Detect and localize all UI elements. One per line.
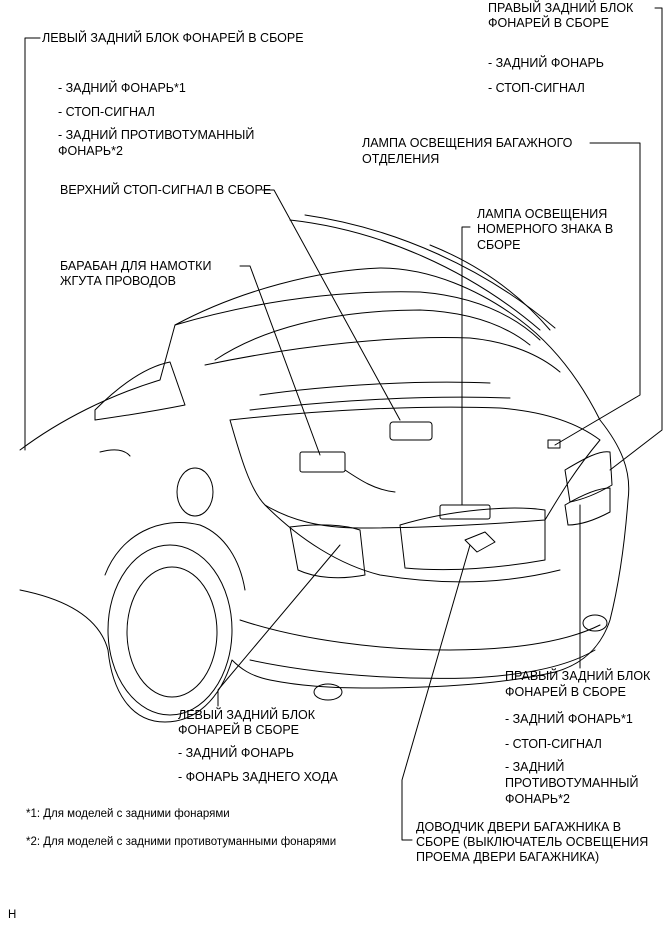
label-right-rear-lamp-bottom-item-4: ПРОТИВОТУМАННЫЙ	[505, 776, 639, 790]
label-left-rear-lamp-bottom-item-1: - ЗАДНИЙ ФОНАРЬ	[178, 746, 295, 760]
label-license-lamp-1: ЛАМПА ОСВЕЩЕНИЯ	[477, 207, 608, 221]
luggage-lamp-unit	[547, 439, 561, 449]
label-right-rear-lamp-bottom-item-2: - СТОП-СИГНАЛ	[505, 737, 602, 751]
label-right-rear-lamp-bottom-item-3: - ЗАДНИЙ	[505, 760, 565, 774]
leader-left-bottom	[217, 544, 341, 707]
label-right-rear-lamp-bottom-item-5: ФОНАРЬ*2	[505, 792, 570, 806]
leader-closer	[401, 544, 471, 841]
leader-left-top	[24, 37, 41, 451]
label-left-rear-lamp-bottom-title-1: ЛЕВЫЙ ЗАДНИЙ БЛОК	[178, 708, 316, 722]
door-handle	[99, 449, 131, 457]
trunk-lid	[229, 406, 601, 529]
label-right-rear-lamp-bottom-title-2: ФОНАРЕЙ В СБОРЕ	[505, 685, 627, 699]
label-closer-1: ДОВОДЧИК ДВЕРИ БАГАЖНИКА В	[416, 820, 622, 834]
label-left-rear-lamp-top-item-1: - ЗАДНИЙ ФОНАРЬ*1	[58, 81, 186, 95]
label-left-rear-lamp-top-item-2: - СТОП-СИГНАЛ	[58, 105, 155, 119]
label-right-rear-lamp-bottom-title-1: ПРАВЫЙ ЗАДНИЙ БЛОК	[505, 669, 651, 683]
label-right-rear-lamp-top-title-2: ФОНАРЕЙ В СБОРЕ	[488, 16, 610, 30]
rear-bumper	[239, 619, 601, 651]
rear-wheel-rim	[126, 566, 218, 698]
window-inner-2	[249, 396, 511, 411]
left-tail-lamp	[289, 524, 366, 579]
fuel-door	[176, 467, 214, 517]
label-license-lamp-3: СБОРЕ	[477, 238, 521, 252]
label-left-rear-lamp-bottom-item-2: - ФОНАРЬ ЗАДНЕГО ХОДА	[178, 770, 338, 784]
window-inner	[259, 381, 491, 396]
high-stop-lamp	[389, 421, 433, 441]
leader-license	[461, 226, 471, 506]
harness-reel	[299, 451, 346, 473]
label-right-rear-lamp-top-item-2: - СТОП-СИГНАЛ	[488, 81, 585, 95]
corner-mark: H	[8, 909, 17, 921]
wheel-arch	[104, 521, 246, 591]
label-closer-3: ПРОЕМА ДВЕРИ БАГАЖНИКА)	[416, 850, 600, 864]
label-high-stop: ВЕРХНИЙ СТОП-СИГНАЛ В СБОРЕ	[60, 183, 272, 197]
label-left-rear-lamp-top-item-3: - ЗАДНИЙ ПРОТИВОТУМАННЫЙ	[58, 128, 255, 142]
license-recess	[399, 507, 546, 571]
bumper-lower	[249, 649, 596, 679]
footnote-2: *2: Для моделей с задними противотуманны…	[26, 836, 337, 848]
label-license-lamp-2: НОМЕРНОГО ЗНАКА В	[477, 222, 614, 236]
trunk-edge	[264, 504, 561, 583]
label-luggage-lamp-2: ОТДЕЛЕНИЯ	[362, 152, 440, 166]
leader-luggage	[554, 142, 641, 446]
rear-window-bottom	[204, 336, 561, 373]
leader-harness	[239, 265, 321, 456]
rear-window-top	[214, 309, 531, 361]
footnote-1: *1: Для моделей с задними фонарями	[26, 808, 230, 820]
license-lamp-unit	[439, 504, 491, 520]
rear-wheel	[107, 544, 233, 716]
wire-harness	[344, 469, 396, 493]
right-tail-lamp-lower	[564, 487, 611, 526]
car-body-outline	[19, 267, 630, 723]
label-right-rear-lamp-bottom-item-1: - ЗАДНИЙ ФОНАРЬ*1	[505, 712, 633, 726]
label-closer-2: СБОРЕ (ВЫКЛЮЧАТЕЛЬ ОСВЕЩЕНИЯ	[416, 835, 649, 849]
label-right-rear-lamp-top-title-1: ПРАВЫЙ ЗАДНИЙ БЛОК	[488, 1, 634, 15]
trunk-closer-unit	[464, 531, 496, 553]
leader-right-top	[609, 7, 663, 471]
side-window	[94, 361, 186, 421]
roof-rail-3	[429, 244, 551, 331]
roof-line	[174, 291, 541, 341]
label-harness-reel-1: БАРАБАН ДЛЯ НАМОТКИ	[60, 259, 212, 273]
leader-high-stop	[261, 189, 401, 421]
right-tail-lamp-upper	[564, 451, 613, 503]
label-harness-reel-2: ЖГУТА ПРОВОДОВ	[60, 274, 176, 288]
label-right-rear-lamp-top-item-1: - ЗАДНИЙ ФОНАРЬ	[488, 56, 605, 70]
left-exhaust	[313, 683, 343, 701]
label-left-rear-lamp-bottom-title-2: ФОНАРЕЙ В СБОРЕ	[178, 723, 300, 737]
right-exhaust	[582, 614, 608, 632]
label-left-rear-lamp-top-title: ЛЕВЫЙ ЗАДНИЙ БЛОК ФОНАРЕЙ В СБОРЕ	[42, 31, 304, 45]
label-luggage-lamp-1: ЛАМПА ОСВЕЩЕНИЯ БАГАЖНОГО	[362, 136, 573, 150]
label-left-rear-lamp-top-item-4: ФОНАРЬ*2	[58, 144, 123, 158]
roof-rail	[289, 219, 541, 331]
